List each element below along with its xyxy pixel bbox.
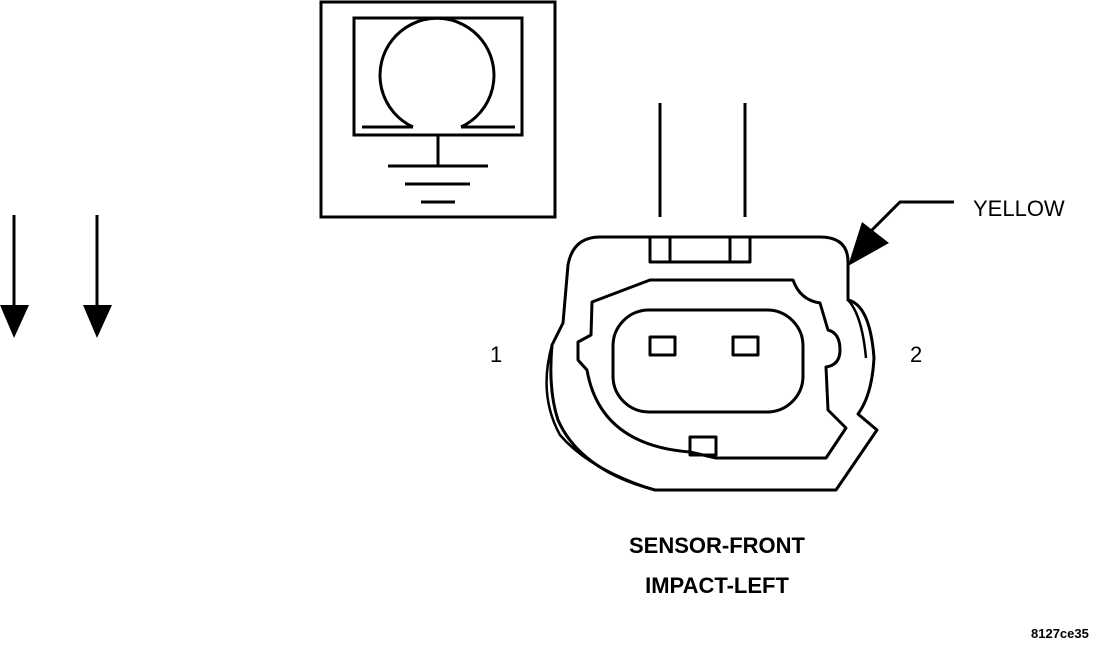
down-arrow-icon	[83, 215, 112, 338]
sensor-ground-icon	[319, 0, 557, 219]
wire-color-label: YELLOW	[973, 196, 1065, 221]
pin-number-2: 2	[910, 342, 923, 367]
down-arrow-icon	[0, 215, 29, 338]
connector-title-line-2: IMPACT-LEFT	[645, 573, 789, 598]
connector-title-line-1: SENSOR-FRONT	[629, 533, 805, 558]
connector-wires	[658, 103, 747, 217]
connector-body	[545, 235, 879, 492]
wire-color-leader	[848, 200, 954, 266]
figure-code: 8127ce35	[1031, 626, 1089, 641]
pin-number-1: 1	[490, 342, 503, 367]
